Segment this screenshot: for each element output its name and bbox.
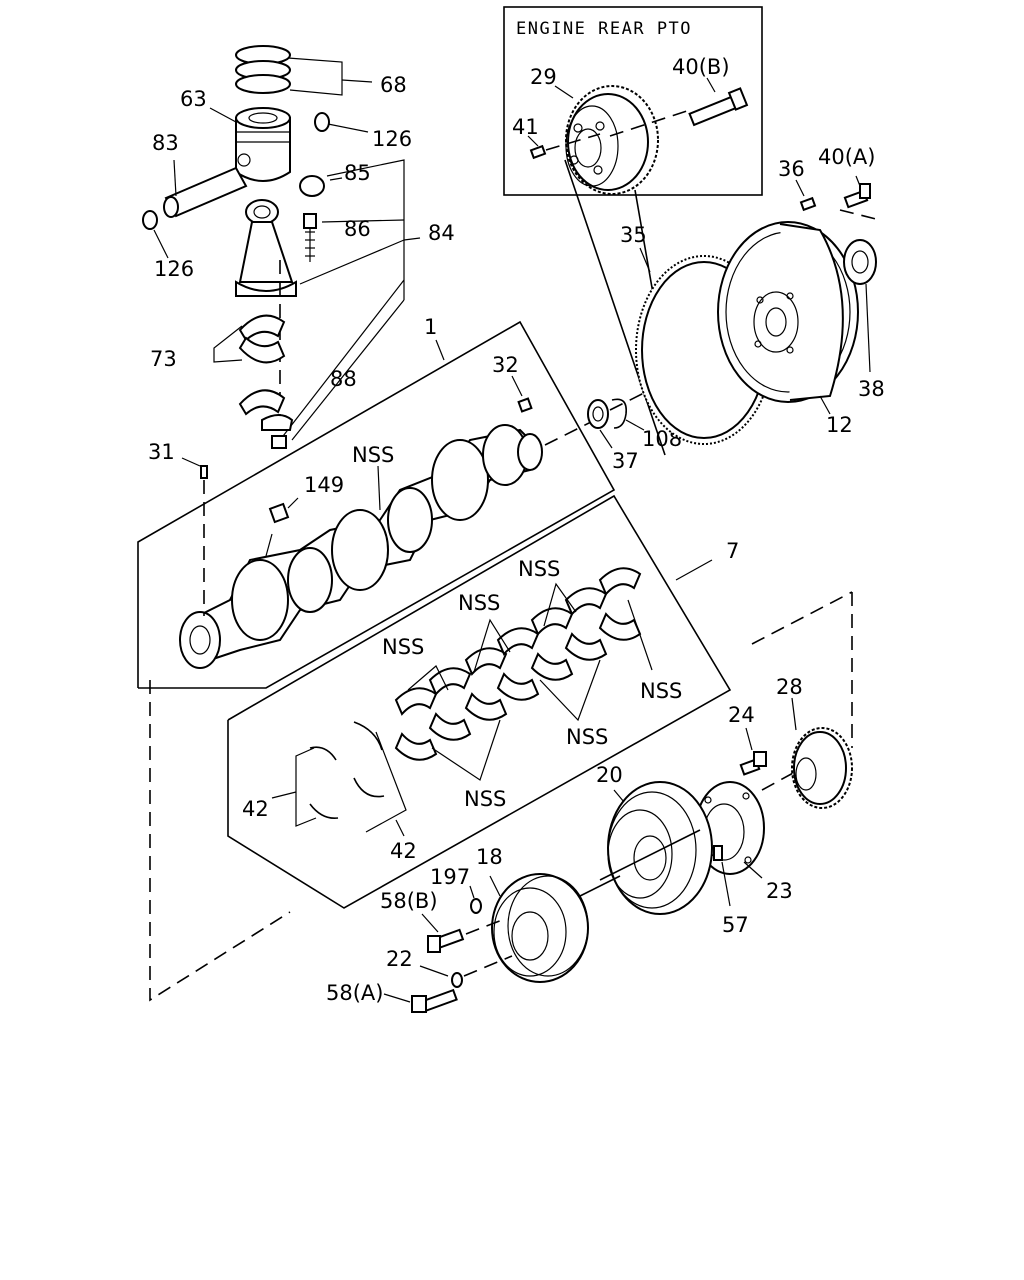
label-7: 7 [726,539,739,563]
label-38: 38 [858,377,885,401]
piston[interactable] [235,107,291,182]
dowel-36[interactable] [799,196,817,212]
flywheel-12[interactable] [717,221,859,403]
label-73: 73 [150,347,177,371]
label-22: 22 [386,947,413,971]
label-20: 20 [596,763,623,787]
label-nss-a: NSS [382,635,424,659]
label-149: 149 [304,473,344,497]
label-126-top: 126 [372,127,412,151]
label-18: 18 [476,845,503,869]
piston-pin[interactable] [163,166,248,218]
label-83: 83 [152,131,179,155]
label-31: 31 [148,440,175,464]
label-40a: 40(A) [818,145,875,169]
label-63: 63 [180,87,207,111]
con-rod-bearing[interactable] [238,314,294,449]
washer-197[interactable] [470,898,482,914]
piston-rings[interactable] [235,45,291,94]
label-23: 23 [766,879,793,903]
pin-57[interactable] [713,845,723,861]
crankshaft-group-box [137,320,616,689]
label-58b: 58(B) [380,889,438,913]
snap-ring-108[interactable] [611,398,628,429]
crankshaft[interactable] [179,424,543,669]
snap-ring-upper[interactable] [314,112,330,132]
label-68: 68 [380,73,407,97]
crank-pin-32[interactable] [517,397,533,413]
pilot-bearing-38[interactable] [843,239,877,285]
connecting-rod[interactable] [235,175,325,297]
pto-gear[interactable] [565,85,659,195]
label-1: 1 [424,315,437,339]
label-86: 86 [344,217,371,241]
label-84: 84 [428,221,455,245]
oil-seal-37[interactable] [587,399,609,429]
label-36: 36 [778,157,805,181]
pto-pin[interactable] [529,144,547,160]
label-nss-b: NSS [458,591,500,615]
bolt-24[interactable] [739,751,767,776]
rod-bolt[interactable] [303,213,317,262]
main-bearing-box [227,494,732,909]
damper-pulley-20[interactable] [607,781,713,915]
label-85: 85 [344,161,371,185]
label-35: 35 [620,223,647,247]
flywheel-bolt-40a[interactable] [843,183,871,209]
label-12: 12 [826,413,853,437]
bolt-58b[interactable] [427,928,465,953]
label-58a: 58(A) [326,981,383,1005]
label-nss-crank: NSS [352,443,394,467]
crank-gear-28[interactable] [791,727,853,809]
pto-bolt[interactable] [688,87,749,127]
washer-22[interactable] [451,972,463,988]
inset-title: ENGINE REAR PTO [516,19,692,39]
pulley-18[interactable] [491,873,589,983]
bolt-58a[interactable] [411,988,458,1014]
label-197: 197 [430,865,470,889]
thrust-washers[interactable] [309,721,385,820]
main-bearings[interactable] [394,567,642,761]
snap-ring-lower[interactable] [142,210,158,230]
label-37: 37 [612,449,639,473]
rear-pto-inset: ENGINE REAR PTO [503,6,763,456]
label-32: 32 [492,353,519,377]
label-126-bottom: 126 [154,257,194,281]
label-24: 24 [728,703,755,727]
crank-pin-31[interactable] [200,465,208,479]
label-88: 88 [330,367,357,391]
label-57: 57 [722,913,749,937]
crank-gear-149[interactable] [268,502,290,524]
label-28: 28 [776,675,803,699]
